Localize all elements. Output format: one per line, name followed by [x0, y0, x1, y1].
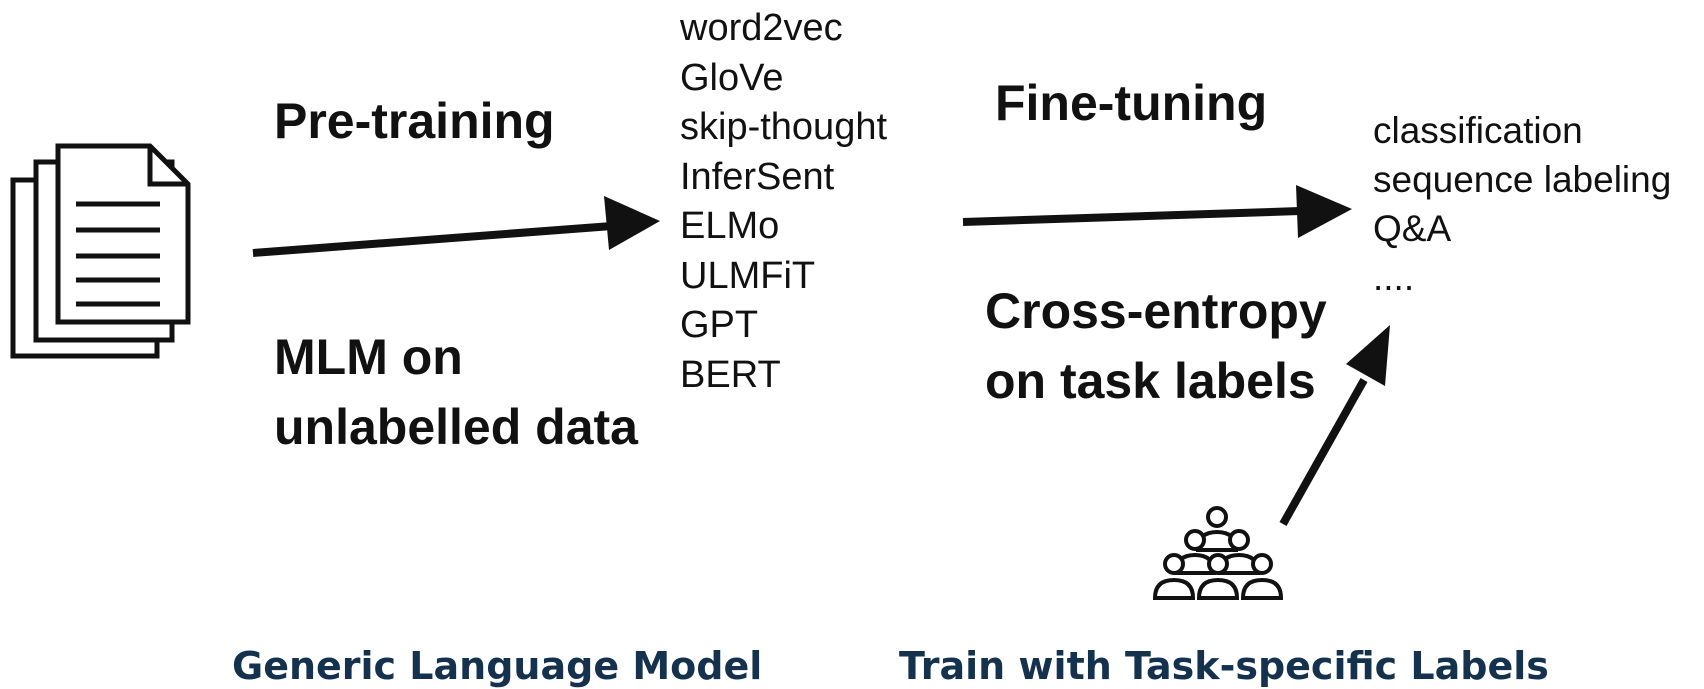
- task-item: Q&A: [1373, 208, 1452, 249]
- task-item: ....: [1373, 257, 1415, 298]
- pretraining-title: Pre-training: [274, 93, 555, 149]
- model-item: BERT: [680, 353, 781, 396]
- finetuning-objective-line1: Cross-entropy: [985, 283, 1327, 339]
- finetuning-title: Fine-tuning: [995, 75, 1268, 131]
- footer-left-caption: Generic Language Model: [232, 644, 763, 688]
- document-stack-icon: [10, 143, 191, 359]
- model-item: GPT: [680, 304, 759, 346]
- model-item: GloVe: [680, 56, 784, 99]
- labels-arrow: [1279, 325, 1390, 526]
- model-item: word2vec: [680, 7, 843, 49]
- model-item: InferSent: [680, 155, 835, 198]
- finetuning-arrow: [962, 185, 1352, 238]
- model-item: ULMFiT: [680, 254, 816, 297]
- pretraining-objective-line1: MLM on: [274, 329, 463, 385]
- pretraining-arrow: [252, 196, 660, 257]
- task-item: sequence labeling: [1373, 159, 1672, 200]
- pretraining-objective-line2: unlabelled data: [274, 399, 638, 455]
- model-item: skip-thought: [680, 106, 888, 148]
- task-list: classification sequence labeling Q&A ...…: [1373, 106, 1671, 302]
- model-list: word2vec GloVe skip-thought InferSent EL…: [680, 4, 887, 400]
- task-item: classification: [1373, 110, 1583, 151]
- people-group-icon: [1152, 506, 1284, 600]
- finetuning-objective-line2: on task labels: [985, 353, 1316, 409]
- model-item: ELMo: [680, 205, 780, 247]
- footer-right-caption: Train with Task-specific Labels: [899, 644, 1549, 688]
